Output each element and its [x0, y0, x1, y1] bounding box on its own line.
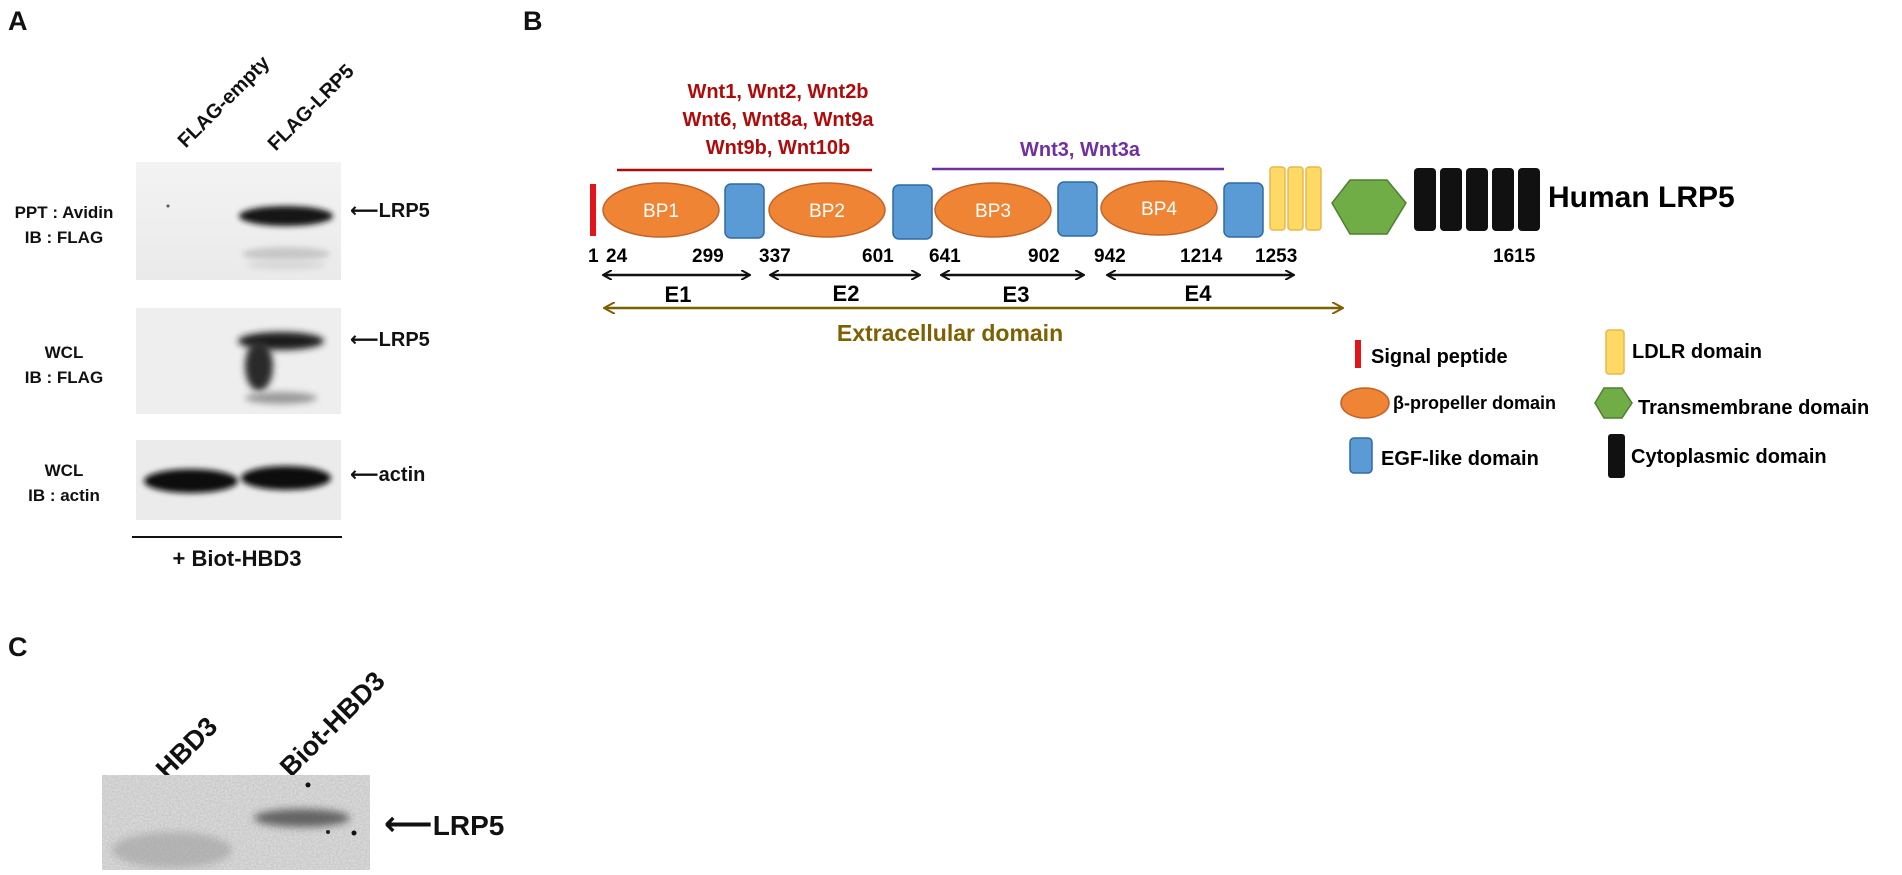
blot-1-image [136, 162, 341, 280]
treatment-bracket-line [132, 536, 342, 538]
propeller-bp2: BP2 [768, 182, 886, 238]
propeller-bp3-label: BP3 [975, 201, 1011, 222]
protein-name: Human LRP5 [1548, 181, 1735, 214]
blot-3-label-line1: WCL [44, 461, 84, 480]
blot-c-target: LRP5 [432, 810, 505, 841]
panel-b-letter: B [523, 6, 543, 36]
propeller-bp4: BP4 [1100, 180, 1218, 236]
pos-1214: 1214 [1180, 246, 1223, 267]
left-arrow-icon: ⟵ [350, 464, 379, 486]
extracellular-label: Extracellular domain [837, 320, 1063, 346]
legend-transmembrane-label: Transmembrane domain [1638, 397, 1869, 419]
pos-942: 942 [1094, 246, 1126, 267]
propeller-bp4-label: BP4 [1141, 199, 1177, 220]
pos-902: 902 [1028, 246, 1060, 267]
left-arrow-icon: ⟵ [384, 805, 433, 843]
blot-3-target: actin [378, 464, 426, 486]
pos-641: 641 [929, 246, 961, 267]
legend-cytoplasmic-swatch [1608, 434, 1625, 478]
blot-1-label: PPT : Avidin IB : FLAG [4, 200, 124, 250]
blot-2-label: WCL IB : FLAG [4, 340, 124, 390]
legend-propeller-label: β-propeller domain [1393, 393, 1556, 413]
wnt-red-line-2: Wnt6, Wnt8a, Wnt9a [682, 109, 874, 131]
wnt-purple-line-1: Wnt3, Wnt3a [1020, 139, 1141, 161]
region-e4: E4 [1185, 281, 1213, 306]
blot-1-arrow: ⟵LRP5 [350, 198, 430, 223]
pos-1: 1 [588, 246, 599, 267]
ldlr-domains [1269, 166, 1322, 231]
legend-cytoplasmic-label: Cytoplasmic domain [1631, 446, 1827, 468]
blot-3-label: WCL IB : actin [4, 458, 124, 508]
egf-domain-2 [892, 184, 933, 240]
panel-c-letter: C [8, 632, 28, 662]
blot-2-label-line2: IB : FLAG [24, 368, 104, 387]
propeller-bp3: BP3 [934, 182, 1052, 238]
propeller-bp2-label: BP2 [809, 201, 845, 222]
legend: Signal peptide β-propeller domain EGF-li… [1340, 329, 1869, 478]
propeller-bp1-label: BP1 [643, 201, 679, 222]
blot-3-label-line2: IB : actin [28, 486, 100, 505]
wnt-red-line-1: Wnt1, Wnt2, Wnt2b [687, 81, 868, 103]
egf-domain-4 [1223, 182, 1264, 238]
legend-egf-swatch [1349, 437, 1373, 474]
blot-3-image [136, 440, 341, 520]
legend-signal-label: Signal peptide [1371, 346, 1508, 368]
legend-signal-swatch [1355, 340, 1361, 368]
blot-c-arrow: ⟵LRP5 [384, 804, 504, 844]
blot-3-arrow: ⟵actin [350, 462, 425, 487]
blot-1-label-line2: IB : FLAG [24, 228, 104, 247]
treatment-label: + Biot-HBD3 [172, 546, 302, 571]
region-e2: E2 [833, 281, 860, 306]
blot-2-label-line1: WCL [44, 343, 84, 362]
pos-601: 601 [862, 246, 894, 267]
pos-1615: 1615 [1493, 246, 1536, 267]
signal-peptide-bar [590, 184, 596, 236]
wnt-group-red: Wnt1, Wnt2, Wnt2b Wnt6, Wnt8a, Wnt9a Wnt… [617, 81, 874, 172]
panel-a-letter: A [8, 6, 28, 36]
wnt-red-line-3: Wnt9b, Wnt10b [706, 137, 850, 159]
legend-transmembrane-swatch [1594, 387, 1633, 419]
wnt-group-purple: Wnt3, Wnt3a [932, 139, 1224, 171]
left-arrow-icon: ⟵ [350, 329, 379, 351]
egf-domain-3 [1057, 181, 1098, 237]
legend-propeller-swatch [1340, 387, 1390, 419]
position-numbers: 1 24 299 337 601 641 902 942 1214 1253 1… [588, 246, 1536, 267]
pos-1253: 1253 [1255, 246, 1297, 267]
pos-24: 24 [606, 246, 628, 267]
propeller-bp1: BP1 [602, 182, 720, 238]
blot-2-image [136, 308, 341, 414]
egf-domain-1 [724, 183, 765, 239]
legend-egf-label: EGF-like domain [1381, 448, 1539, 470]
region-e3: E3 [1003, 282, 1030, 307]
pos-299: 299 [692, 246, 724, 267]
blot-2-arrow: ⟵LRP5 [350, 327, 430, 352]
region-e1: E1 [665, 282, 692, 307]
pos-337: 337 [759, 246, 791, 267]
region-labels: E1 E2 E3 E4 [665, 281, 1213, 307]
legend-ldlr-label: LDLR domain [1632, 341, 1762, 363]
blot-c-image [102, 775, 370, 870]
blot-1-target: LRP5 [378, 200, 430, 222]
legend-ldlr-swatch [1605, 329, 1625, 375]
transmembrane-hexagon [1331, 179, 1407, 235]
blot-2-target: LRP5 [378, 329, 430, 351]
blot-1-label-line1: PPT : Avidin [14, 203, 114, 222]
cytoplasmic-domains [1414, 168, 1540, 231]
left-arrow-icon: ⟵ [350, 200, 379, 222]
